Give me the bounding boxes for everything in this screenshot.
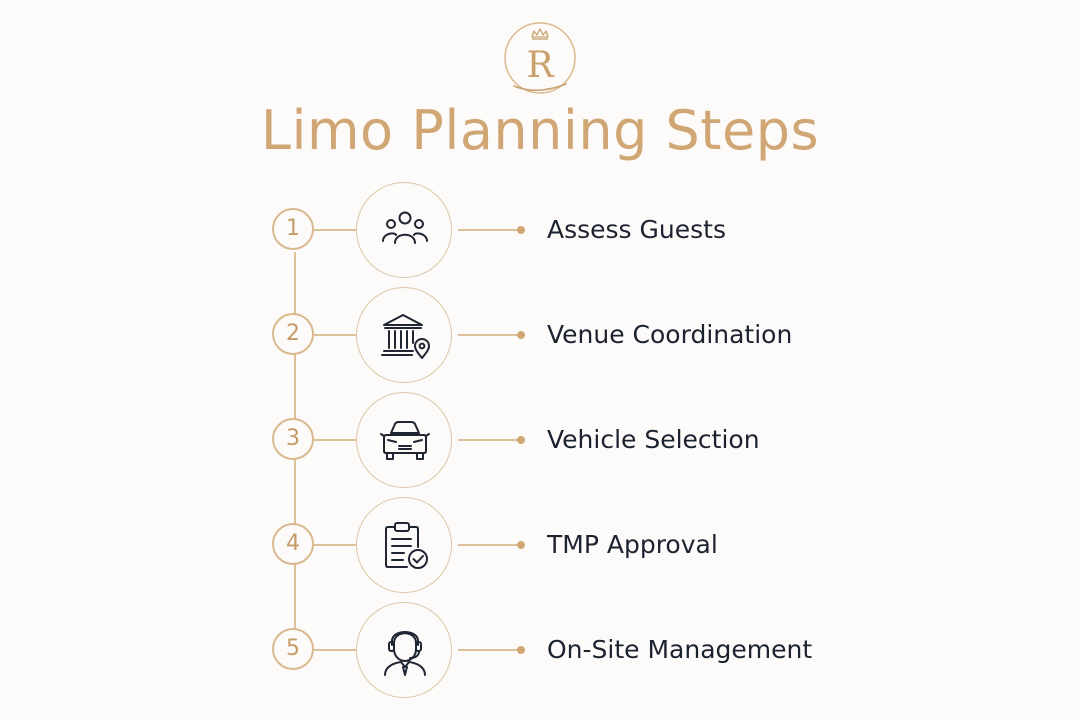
logo-letter: R [526,45,554,86]
step-label: Assess Guests [547,215,726,244]
crown-monogram-icon: R [504,22,576,94]
connector-dot [517,541,525,549]
connector-line [314,544,358,546]
step-icon-circle [356,392,452,488]
step-1: 1 Assess Guests [0,180,1080,280]
connector-line [314,439,358,441]
guests-group-icon [382,211,428,244]
step-icon-circle [356,497,452,593]
step-5: 5 On-Site Management [0,600,1080,700]
connector-dot [517,226,525,234]
step-4: 4 TMP Approval [0,495,1080,595]
step-number: 4 [272,523,314,565]
step-label: Vehicle Selection [547,425,760,454]
step-number: 1 [272,208,314,250]
step-number: 3 [272,418,314,460]
step-2: 2 Venue Coordination [0,285,1080,385]
step-icon-circle [356,602,452,698]
connector-dot [517,436,525,444]
step-icon-circle [356,182,452,278]
headset-agent-icon [384,631,426,676]
connector-line [458,334,520,336]
brand-logo: R [502,20,578,96]
connector-line [314,649,358,651]
connector-dot [517,331,525,339]
car-front-icon [380,421,430,460]
connector-line [314,334,358,336]
step-number: 2 [272,313,314,355]
step-label: On-Site Management [547,635,813,664]
page-title: Limo Planning Steps [260,99,820,162]
step-label: TMP Approval [547,530,718,559]
connector-line [314,229,358,231]
step-label: Venue Coordination [547,320,793,349]
step-number: 5 [272,628,314,670]
connector-line [458,439,520,441]
step-3: 3 Vehicle Selection [0,390,1080,490]
venue-building-location-icon [381,314,430,359]
step-icon-circle [356,287,452,383]
connector-line [458,649,520,651]
connector-line [458,544,520,546]
connector-line [458,229,520,231]
clipboard-check-icon [385,522,428,569]
connector-dot [517,646,525,654]
